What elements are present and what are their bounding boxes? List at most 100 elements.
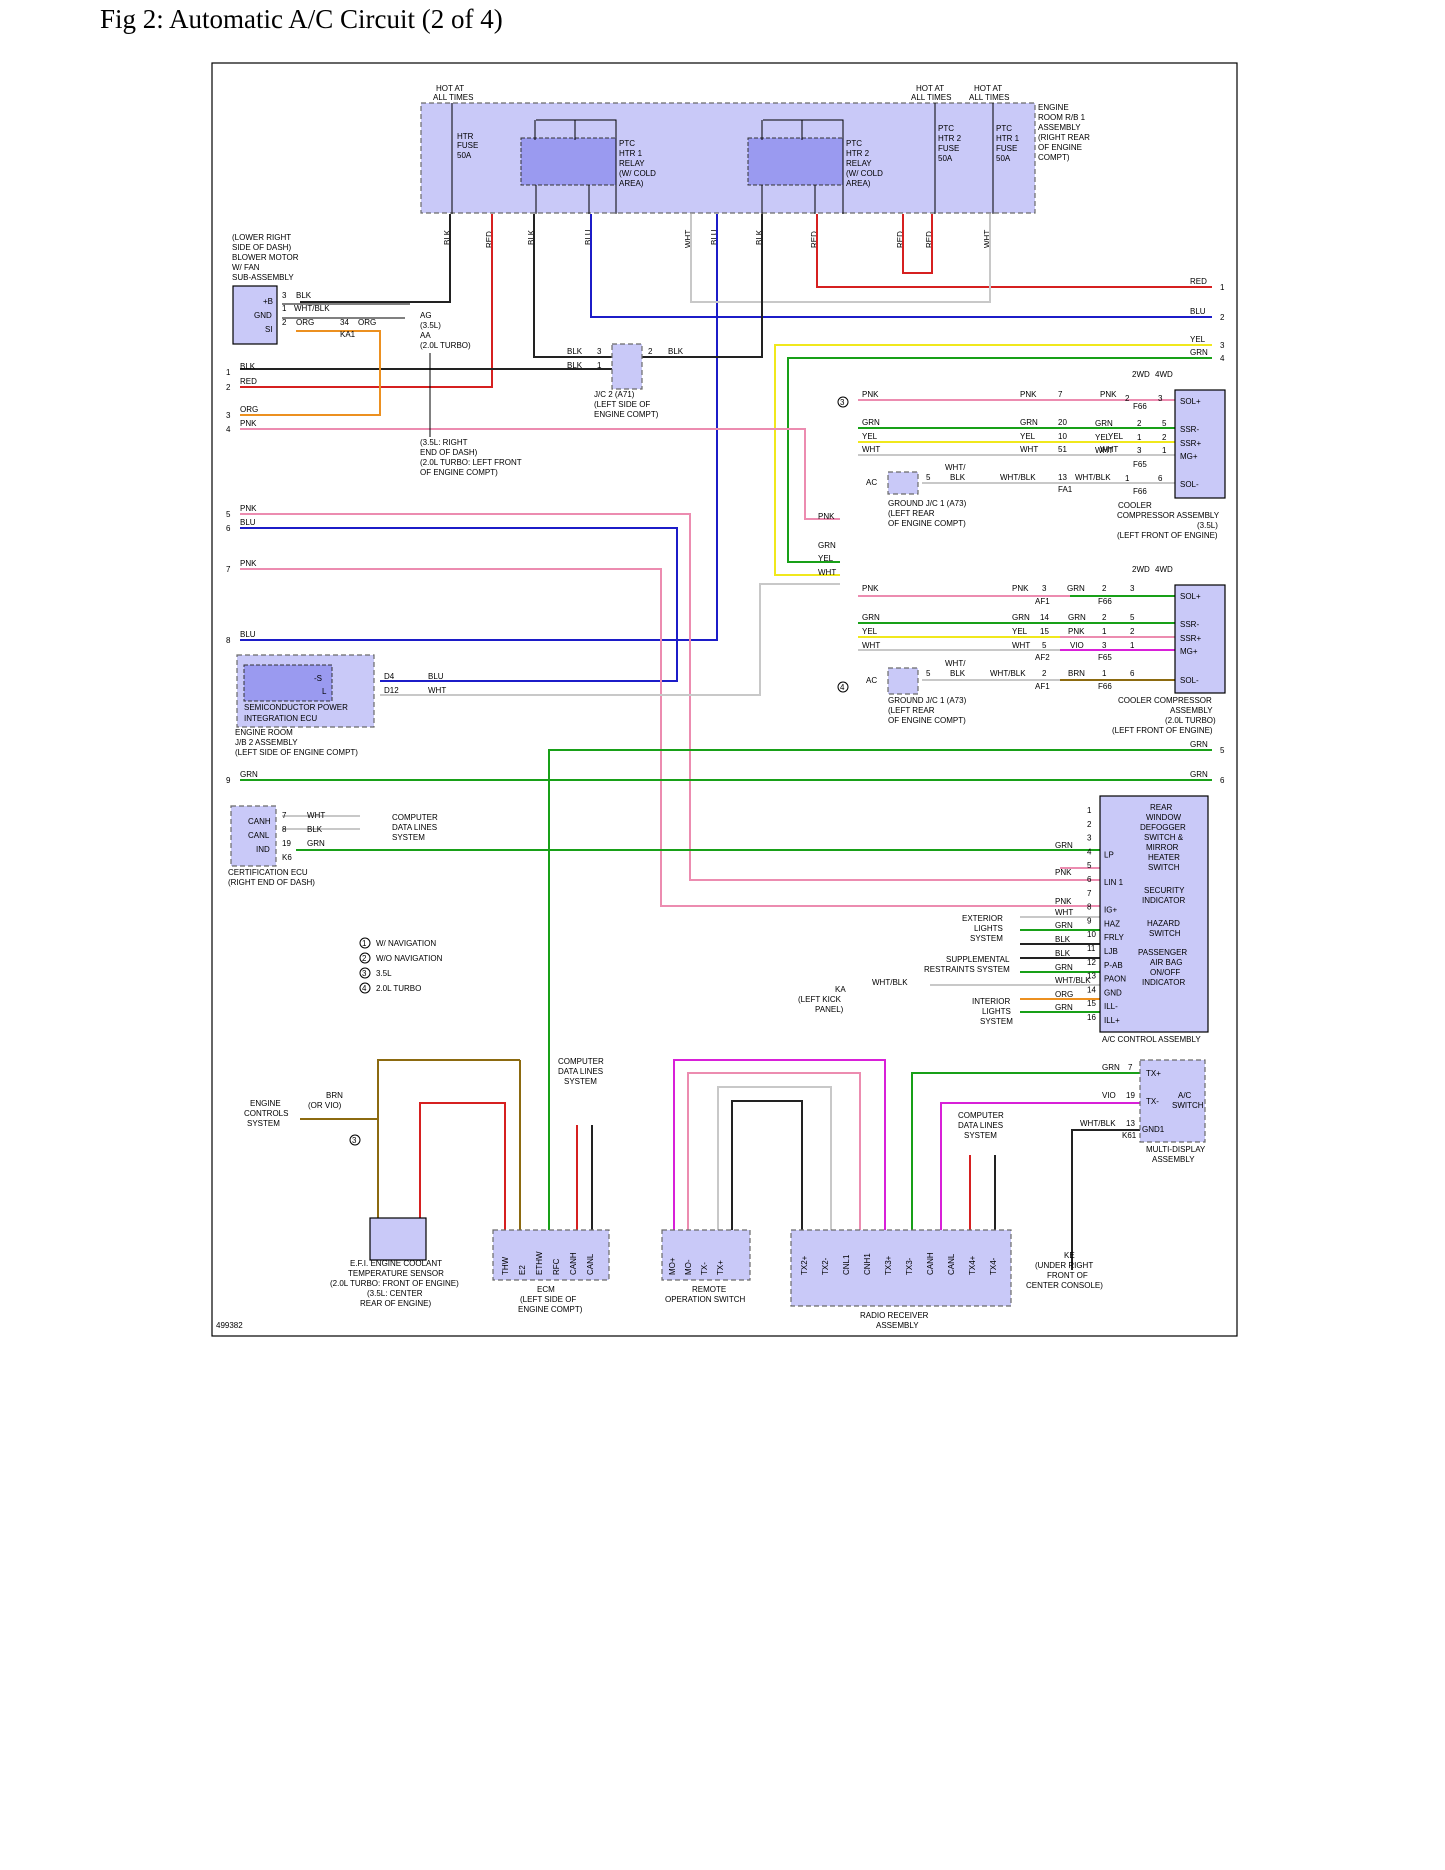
pin-name: CANH	[569, 1252, 578, 1275]
svg-text:-S: -S	[314, 674, 322, 683]
svg-text:MG+: MG+	[1180, 647, 1198, 656]
svg-text:ASSEMBLY: ASSEMBLY	[1152, 1155, 1195, 1164]
svg-text:CANH: CANH	[248, 817, 271, 826]
svg-text:WHT: WHT	[1012, 641, 1030, 650]
svg-text:2: 2	[282, 318, 287, 327]
svg-text:YEL: YEL	[1012, 627, 1028, 636]
svg-text:ALL TIMES: ALL TIMES	[969, 93, 1009, 102]
svg-text:GRN: GRN	[307, 839, 325, 848]
pin-name: TX3+	[884, 1255, 893, 1275]
left-page-ref: 1	[226, 368, 231, 377]
svg-text:WHT/BLK: WHT/BLK	[872, 978, 908, 987]
svg-text:50A: 50A	[457, 151, 472, 160]
svg-text:(3.5L): (3.5L)	[1197, 521, 1218, 530]
svg-text:AIR BAG: AIR BAG	[1150, 958, 1182, 967]
svg-text:SUPPLEMENTAL: SUPPLEMENTAL	[946, 955, 1010, 964]
pin-name: TX4+	[968, 1255, 977, 1275]
right-page-ref: 4	[1220, 354, 1225, 363]
svg-text:(LEFT REAR: (LEFT REAR	[888, 509, 935, 518]
svg-text:15: 15	[1040, 627, 1049, 636]
pin-name: RFC	[552, 1258, 561, 1275]
svg-text:20: 20	[1058, 418, 1067, 427]
svg-text:3: 3	[362, 969, 367, 978]
svg-text:YEL: YEL	[1095, 433, 1111, 442]
svg-text:SECURITY: SECURITY	[1144, 886, 1185, 895]
svg-text:3: 3	[282, 291, 287, 300]
svg-text:2.0L TURBO: 2.0L TURBO	[376, 984, 421, 993]
svg-text:F66: F66	[1133, 487, 1147, 496]
svg-text:INDICATOR: INDICATOR	[1142, 896, 1185, 905]
right-page-ref: 6	[1220, 776, 1225, 785]
svg-text:E.F.I. ENGINE COOLANT: E.F.I. ENGINE COOLANT	[350, 1259, 442, 1268]
svg-text:REAR: REAR	[1150, 803, 1172, 812]
jc2-box	[611, 343, 643, 390]
svg-text:(W/ COLD: (W/ COLD	[846, 169, 883, 178]
svg-text:RESTRAINTS SYSTEM: RESTRAINTS SYSTEM	[924, 965, 1010, 974]
ac-control-wire-color: PNK	[1055, 897, 1072, 906]
svg-text:PTC: PTC	[846, 139, 862, 148]
ac-control-pin-name: ILL+	[1104, 1016, 1120, 1025]
left-wire-label: GRN	[240, 770, 258, 779]
svg-text:BLK: BLK	[950, 669, 966, 678]
svg-text:(OR VIO): (OR VIO)	[308, 1101, 342, 1110]
svg-text:BLK: BLK	[443, 229, 452, 245]
svg-text:SYSTEM: SYSTEM	[980, 1017, 1013, 1026]
svg-text:INDICATOR: INDICATOR	[1142, 978, 1185, 987]
right-wire-label: YEL	[1190, 335, 1206, 344]
svg-text:34: 34	[340, 318, 349, 327]
svg-text:14: 14	[1040, 613, 1049, 622]
left-wire-label: PNK	[240, 559, 257, 568]
svg-text:(RIGHT END OF DASH): (RIGHT END OF DASH)	[228, 878, 315, 887]
svg-text:WHT: WHT	[684, 230, 693, 248]
ecm-box	[492, 1229, 610, 1281]
left-wire-label: RED	[240, 377, 257, 386]
svg-text:COMPUTER: COMPUTER	[392, 813, 438, 822]
svg-text:OPERATION SWITCH: OPERATION SWITCH	[665, 1295, 746, 1304]
pin-name: E2	[518, 1265, 527, 1275]
svg-text:SWITCH: SWITCH	[1148, 863, 1180, 872]
svg-text:(LEFT SIDE OF: (LEFT SIDE OF	[520, 1295, 576, 1304]
svg-text:ROOM R/B 1: ROOM R/B 1	[1038, 113, 1086, 122]
svg-text:VIO: VIO	[1102, 1091, 1116, 1100]
svg-text:3: 3	[1130, 584, 1135, 593]
svg-text:5: 5	[1162, 419, 1167, 428]
svg-text:(3.5L): (3.5L)	[420, 321, 441, 330]
svg-text:BLOWER MOTOR: BLOWER MOTOR	[232, 253, 299, 262]
svg-text:(LEFT KICK: (LEFT KICK	[798, 995, 842, 1004]
svg-text:D4: D4	[384, 672, 395, 681]
svg-text:SYSTEM: SYSTEM	[392, 833, 425, 842]
pin-name: ETHW	[535, 1251, 544, 1275]
left-wire-label: ORG	[240, 405, 258, 414]
blower-motor-box	[232, 285, 278, 345]
pin-name: CNL1	[842, 1254, 851, 1275]
svg-text:2: 2	[1102, 613, 1107, 622]
svg-text:ASSEMBLY: ASSEMBLY	[1170, 706, 1213, 715]
radio-receiver-box	[790, 1229, 1012, 1307]
svg-text:LIGHTS: LIGHTS	[982, 1007, 1011, 1016]
svg-text:PNK: PNK	[1020, 390, 1037, 399]
svg-text:TX+: TX+	[1146, 1069, 1161, 1078]
svg-text:AA: AA	[420, 331, 431, 340]
svg-text:BLK: BLK	[296, 291, 312, 300]
svg-text:GROUND J/C 1 (A73): GROUND J/C 1 (A73)	[888, 696, 967, 705]
svg-text:10: 10	[1058, 432, 1067, 441]
svg-text:SOL+: SOL+	[1180, 592, 1201, 601]
svg-text:19: 19	[282, 839, 291, 848]
svg-text:SWITCH: SWITCH	[1149, 929, 1181, 938]
svg-text:COMPT): COMPT)	[1038, 153, 1070, 162]
left-page-ref: 7	[226, 565, 231, 574]
svg-text:6: 6	[1130, 669, 1135, 678]
svg-text:(LEFT FRONT OF ENGINE): (LEFT FRONT OF ENGINE)	[1117, 531, 1218, 540]
svg-text:FA1: FA1	[1058, 485, 1073, 494]
svg-text:GRN: GRN	[1102, 1063, 1120, 1072]
certification-ecu-box	[230, 805, 277, 867]
cooler-compressor-35-box	[1174, 389, 1226, 499]
svg-text:BLU: BLU	[428, 672, 444, 681]
right-page-ref: 2	[1220, 313, 1225, 322]
svg-text:PNK: PNK	[1100, 390, 1117, 399]
svg-text:COMPUTER: COMPUTER	[558, 1057, 604, 1066]
ptc-htr1-relay-coil	[520, 137, 617, 186]
